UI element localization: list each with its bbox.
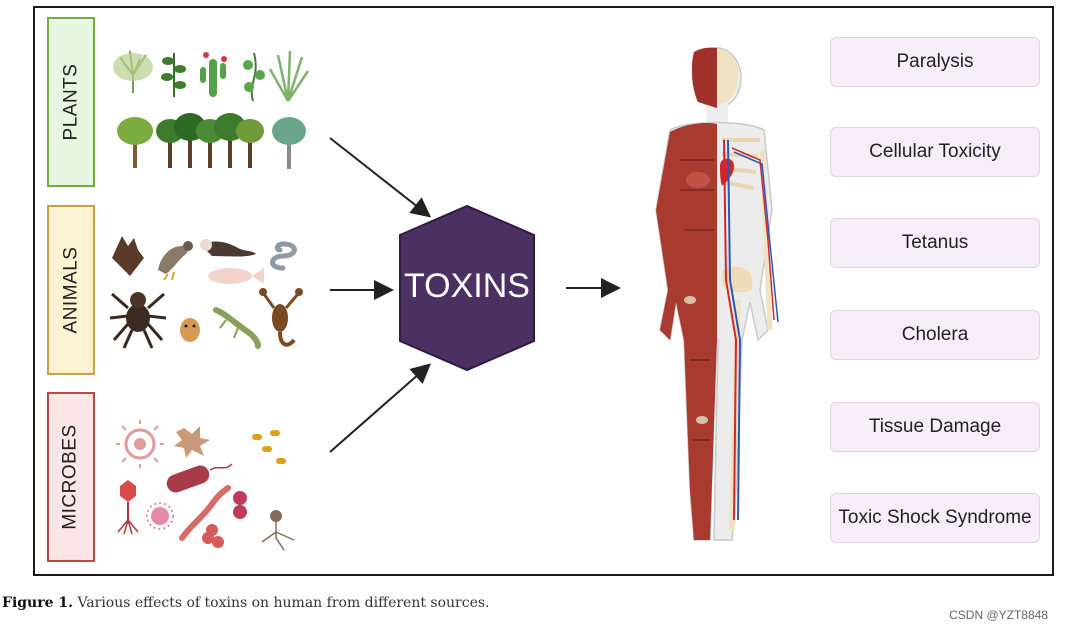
effect-label: Tetanus <box>901 232 969 253</box>
fish-icon <box>208 268 264 284</box>
tree-icon <box>117 117 153 168</box>
circulatory-system <box>723 139 779 521</box>
coccus-icon <box>202 491 247 548</box>
effect-box-paralysis: Paralysis <box>830 37 1040 87</box>
spirillum-icon <box>179 485 231 541</box>
hamster-icon <box>180 318 200 342</box>
fungus-icon <box>261 510 295 551</box>
source-box-animals: ANIMALS <box>47 205 95 375</box>
effect-box-toxic-shock-syndrome: Toxic Shock Syndrome <box>830 493 1040 543</box>
plants-illustration <box>113 50 310 169</box>
tree-icon <box>272 117 306 169</box>
microbes-illustration <box>116 420 295 551</box>
herb-icon <box>161 53 186 97</box>
snake-icon <box>270 241 297 271</box>
effect-box-cholera: Cholera <box>830 310 1040 360</box>
falcon-icon <box>158 241 193 281</box>
effect-label: Toxic Shock Syndrome <box>838 507 1032 528</box>
effect-label: Tissue Damage <box>868 416 1002 437</box>
amoeba-icon <box>174 426 210 458</box>
shrub-icon <box>113 50 153 93</box>
bat-icon <box>112 236 144 276</box>
forest-icon <box>156 113 264 168</box>
figure-caption: Figure 1. Various effects of toxins on h… <box>2 595 490 611</box>
effect-box-cellular-toxicity: Cellular Toxicity <box>830 127 1040 177</box>
vine-icon <box>243 52 265 102</box>
toxins-label: TOXINS <box>404 267 530 305</box>
effect-box-tetanus: Tetanus <box>830 218 1040 268</box>
source-box-plants: PLANTS <box>47 17 95 187</box>
tarantula-icon <box>109 292 167 349</box>
effect-box-tissue-damage: Tissue Damage <box>830 402 1040 452</box>
muscle-system <box>656 47 717 540</box>
arrow-microbes-to-toxins <box>329 363 432 453</box>
bacteriophage-icon <box>117 480 139 535</box>
bacteria-icon <box>252 430 286 464</box>
caption-text: Various effects of toxins on human from … <box>77 595 490 611</box>
effect-label: Cholera <box>901 324 969 345</box>
source-box-microbes: MICROBES <box>47 392 95 562</box>
effect-label: Paralysis <box>896 51 974 72</box>
bacillus-icon <box>166 463 233 493</box>
caption-figure-number: Figure 1. <box>2 595 73 611</box>
ferret-icon <box>200 239 256 257</box>
virus-icon <box>116 420 164 468</box>
lizard-icon <box>213 307 261 349</box>
coronavirus-icon <box>146 502 174 530</box>
toxins-hexagon <box>399 204 535 372</box>
effect-label: Cellular Toxicity <box>869 141 1001 162</box>
watermark: CSDN @YZT8848 <box>949 608 1048 622</box>
arrow-plants-to-toxins <box>329 137 432 218</box>
animals-illustration <box>109 236 303 349</box>
cactus-icon <box>200 52 227 97</box>
grass-icon <box>268 50 310 102</box>
human-anatomy-figure <box>655 47 779 541</box>
scorpion-icon <box>259 288 303 347</box>
